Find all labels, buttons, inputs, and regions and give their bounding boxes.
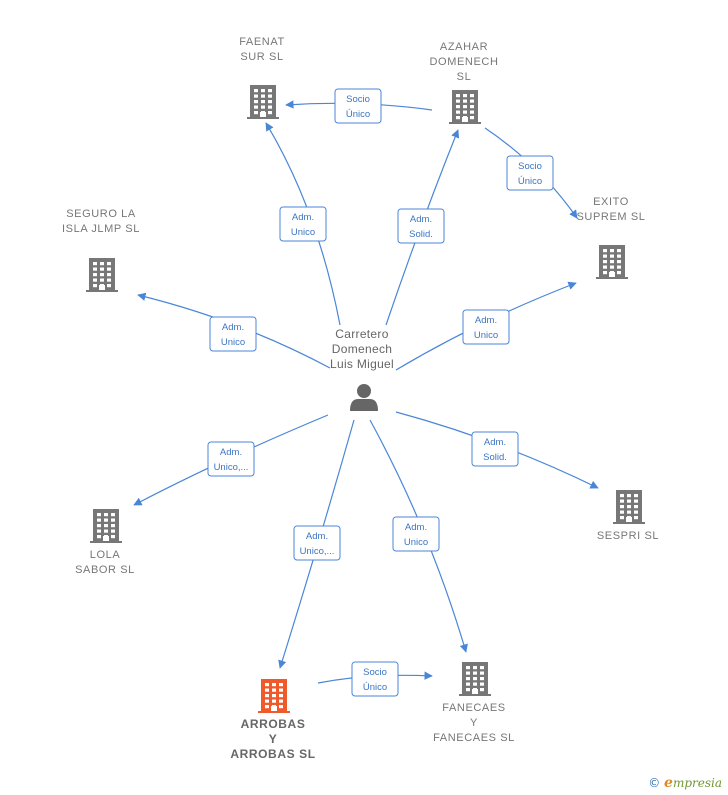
company-label-line: FAENAT [239, 36, 285, 48]
company-node-lola[interactable]: LOLA SABOR SL [75, 509, 135, 576]
edge-center-azahar: Adm. Solid. [385, 129, 460, 326]
building-icon [247, 85, 279, 119]
edge-label-text: Unico [404, 537, 428, 548]
person-name-line: Domenech [332, 342, 392, 356]
edge-label-text: Unico,... [300, 546, 335, 557]
company-node-exito[interactable]: EXITO SUPREM SL [577, 196, 646, 279]
edge-center-sespri: Adm. Solid. [395, 411, 599, 489]
company-label-line: EXITO [593, 196, 629, 208]
company-label-line: SESPRI SL [597, 530, 659, 542]
building-icon [90, 509, 122, 543]
company-node-sespri[interactable]: SESPRI SL [597, 490, 659, 542]
edge-label-box [471, 431, 519, 467]
edge-label-text: Adm. [292, 212, 314, 223]
company-label-line: AZAHAR [440, 41, 488, 53]
building-icon [258, 679, 290, 713]
edge-label-box [279, 206, 327, 242]
edge-label-text: Socio [363, 667, 387, 678]
edge-label-text: Socio [518, 161, 542, 172]
company-label-line: SL [457, 71, 472, 83]
edge-label-text: Adm. [222, 322, 244, 333]
company-node-azahar[interactable]: AZAHAR DOMENECH SL [430, 41, 499, 124]
company-label-line: SUR SL [240, 51, 283, 63]
edge-label-box [506, 155, 554, 191]
edge-label-text: Solid. [483, 452, 507, 463]
edge-label-text: Único [518, 176, 542, 187]
brand-logo-initial: e [664, 775, 673, 791]
edge-label-text: Adm. [410, 214, 432, 225]
edge-center-faenat: Adm. Unico [265, 122, 341, 326]
edge-center-exito: Adm. Unico [395, 281, 577, 371]
building-icon [613, 490, 645, 524]
edge-label-box [207, 441, 255, 477]
company-node-seguro[interactable]: SEGURO LA ISLA JLMP SL [62, 208, 140, 292]
edge-label-text: Adm. [220, 447, 242, 458]
building-icon [459, 662, 491, 696]
company-label-line: Y [470, 717, 478, 729]
nodes-layer: FAENAT SUR SL AZAHAR DOMENECH SL EXITO SUPREM … [62, 36, 659, 761]
edge-label-text: Unico [291, 227, 315, 238]
person-name-line: Luis Miguel [330, 357, 394, 371]
edge-label-box [334, 88, 382, 124]
edge-label-box [351, 661, 399, 697]
edge-label-box [209, 316, 257, 352]
company-label-line: SEGURO LA [66, 208, 136, 220]
edge-label-text: Unico [221, 337, 245, 348]
edge-label-text: Unico [474, 330, 498, 341]
edge-center-lola: Adm. Unico,... [133, 414, 329, 506]
company-node-fanecaes[interactable]: FANECAES Y FANECAES SL [433, 662, 515, 744]
edge-label-box [293, 525, 341, 561]
company-label-line: ISLA JLMP SL [62, 223, 140, 235]
brand-footer: © empresia [648, 775, 722, 791]
edge-label-text: Único [363, 682, 387, 693]
edge-label-box [462, 309, 510, 345]
person-name-line: Carretero [335, 327, 388, 341]
edge-label-text: Solid. [409, 229, 433, 240]
building-icon [596, 245, 628, 279]
edge-label-text: Adm. [475, 315, 497, 326]
edge-label-text: Adm. [306, 531, 328, 542]
company-label-line: FANECAES [442, 702, 506, 714]
brand-name: mpresia [672, 776, 722, 790]
edges-layer: Adm.UnicoAdm.Solid.SocioÚnicoSocioÚnicoA… [133, 88, 599, 697]
copyright-icon: © [648, 776, 661, 790]
company-node-faenat[interactable]: FAENAT SUR SL [239, 36, 285, 119]
company-label-line: SUPREM SL [577, 211, 646, 223]
building-icon [86, 258, 118, 292]
edge-label-text: Adm. [484, 437, 506, 448]
edge-center-seguro: Adm. Unico [137, 292, 331, 369]
company-label-line: ARROBAS [241, 717, 306, 731]
company-label-line: FANECAES SL [433, 732, 515, 744]
edge-label-box [397, 208, 445, 244]
building-icon [449, 90, 481, 124]
edge-center-arrobas: Adm. Unico,... [278, 419, 355, 669]
edge-center-fanecaes: Adm. Unico [369, 419, 468, 653]
edge-label-text: Único [346, 109, 370, 120]
edge-label-text: Socio [346, 94, 370, 105]
company-label-line: Y [269, 732, 278, 746]
company-label-line: SABOR SL [75, 564, 135, 576]
edge-label-box [392, 516, 440, 552]
person-icon [350, 384, 378, 411]
edge-label-text: Unico,... [214, 462, 249, 473]
company-label-line: LOLA [90, 549, 121, 561]
company-label-line: ARROBAS SL [230, 747, 315, 761]
company-label-line: DOMENECH [430, 56, 499, 68]
edge-label-text: Adm. [405, 522, 427, 533]
